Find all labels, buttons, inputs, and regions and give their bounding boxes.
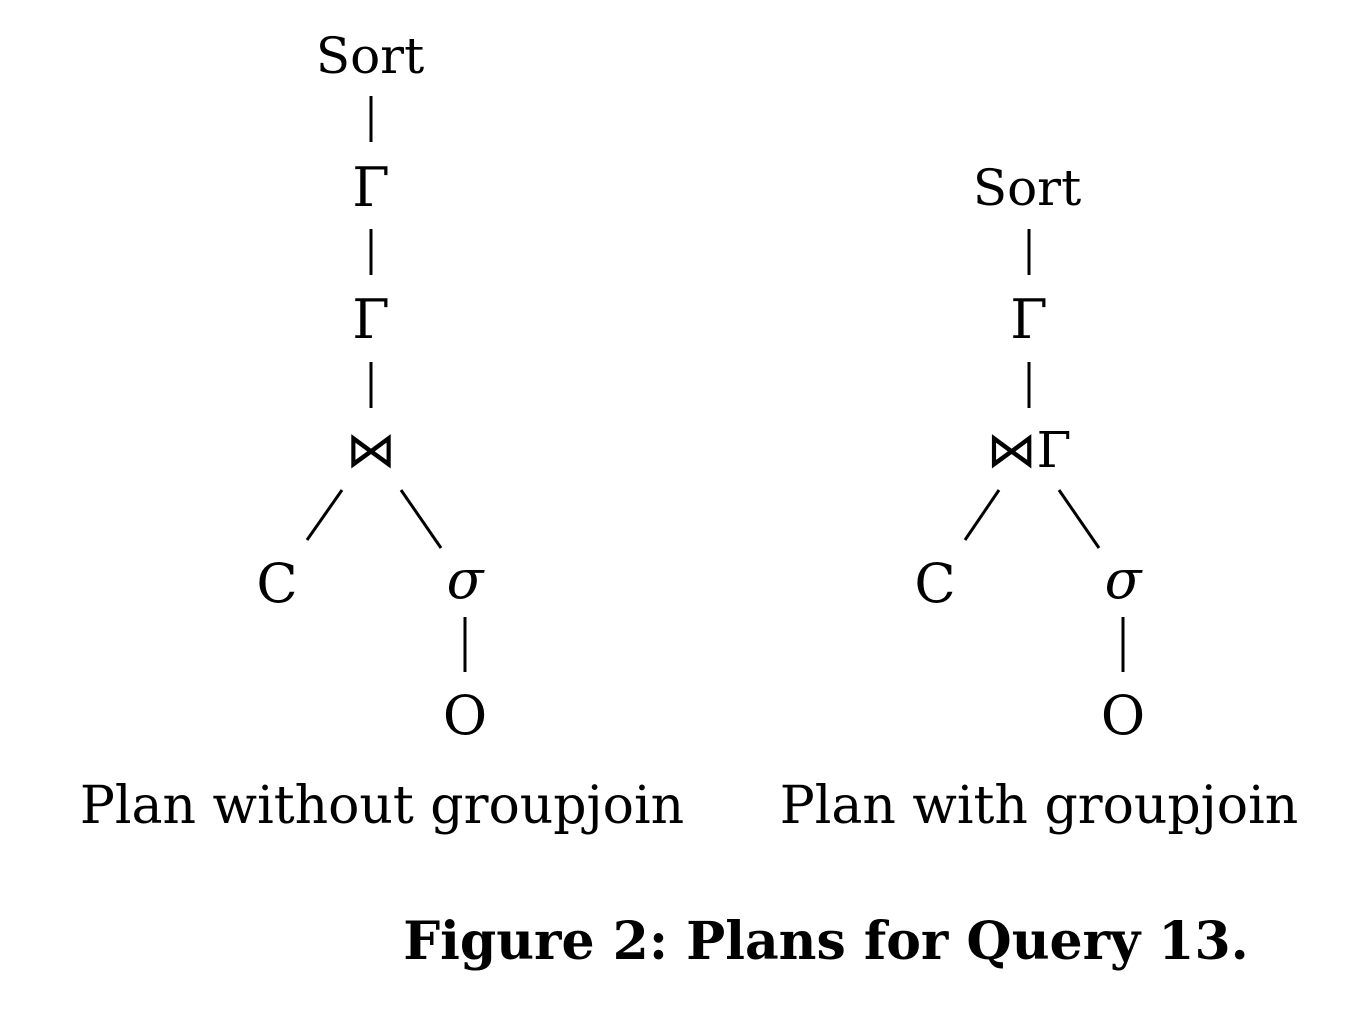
plan-caption: Plan with groupjoin [779,776,1299,836]
node-selection-sigma: σ [446,548,484,611]
figure-caption: Figure 2: Plans for Query 13. [403,911,1249,972]
node-sort: Sort [315,27,425,85]
edge-p2-groupjoin-c [963,489,1001,541]
node-relation-c: C [256,552,298,615]
node-relation-c: C [914,552,956,615]
node-relation-o: O [442,684,488,747]
edge-p1-join-c [305,489,344,541]
node-relation-o: O [1100,684,1146,747]
node-selection-sigma: σ [1104,548,1142,611]
node-gamma: Γ [352,156,390,219]
node-gamma: Γ [352,288,390,351]
edge-p1-join-sigma [399,489,443,549]
edge-p2-groupjoin-sigma [1057,489,1101,549]
node-join: ⋈ [346,421,396,479]
node-sort: Sort [972,159,1082,217]
node-gamma: Γ [1010,288,1048,351]
node-groupjoin: ⋈Γ [986,421,1072,479]
plan-caption: Plan without groupjoin [79,776,685,836]
